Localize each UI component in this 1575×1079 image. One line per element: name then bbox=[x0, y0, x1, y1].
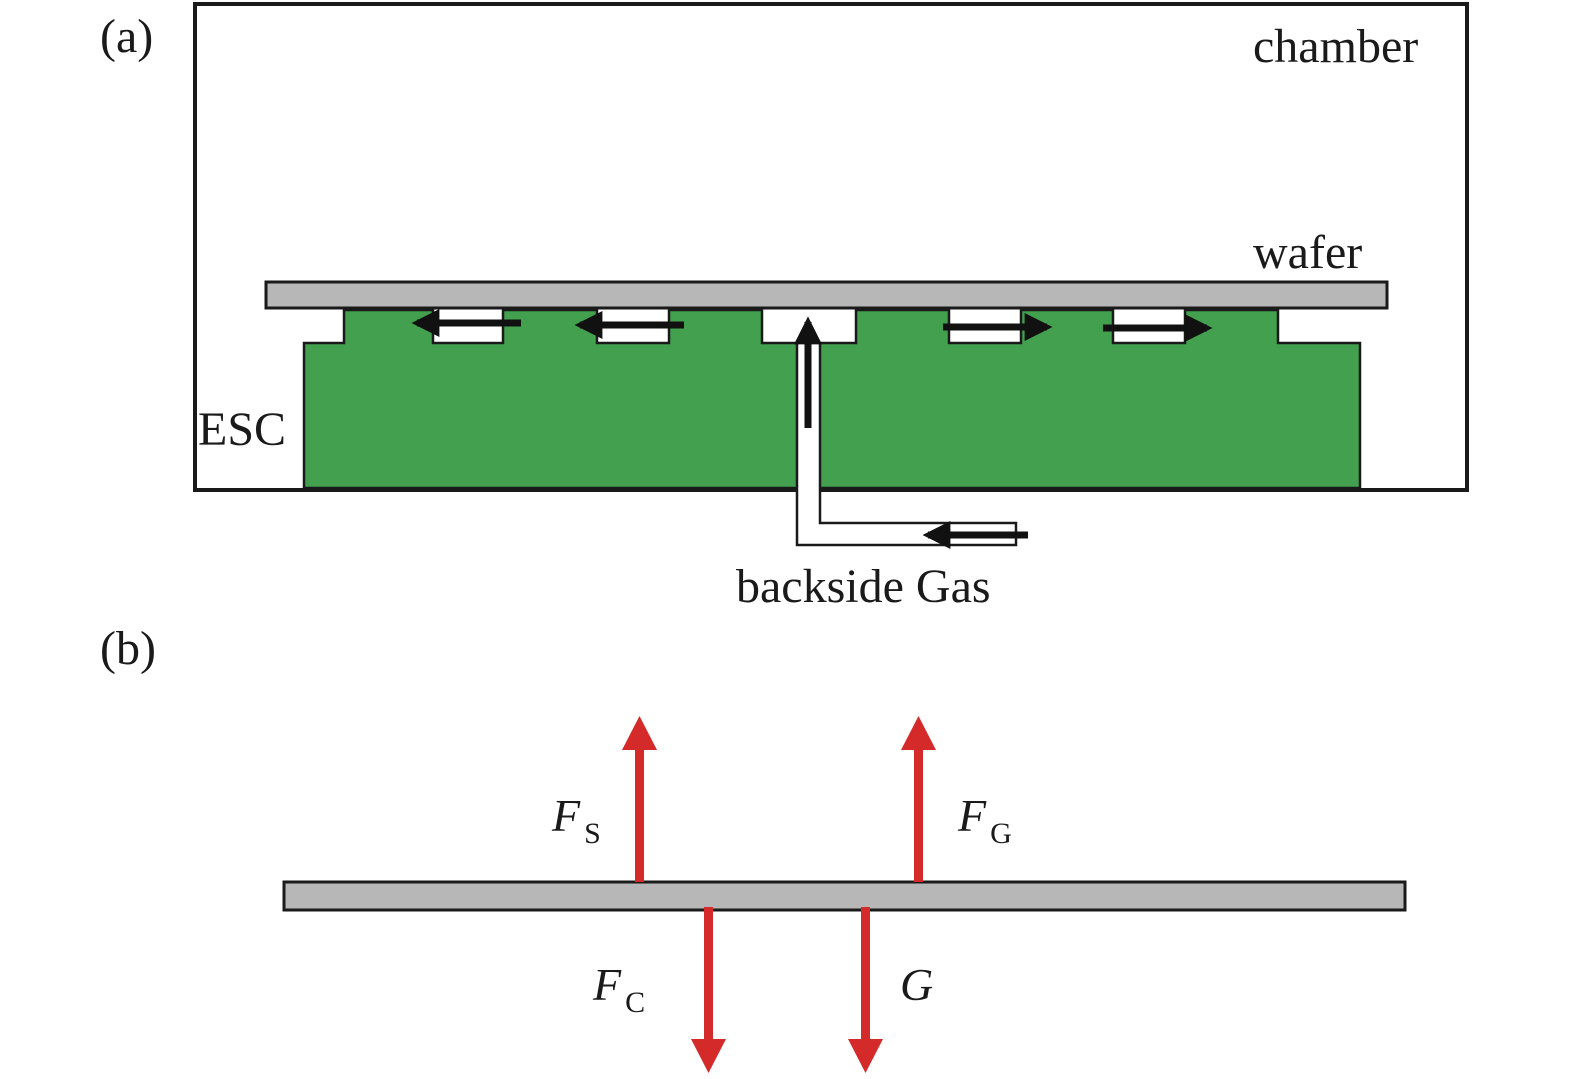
esc-label: ESC bbox=[198, 403, 286, 456]
panel-a-label: (a) bbox=[100, 10, 153, 63]
esc-body bbox=[302, 308, 1362, 490]
force-arrow-fc bbox=[691, 907, 726, 1073]
panel-b-label: (b) bbox=[100, 622, 156, 675]
wafer bbox=[264, 280, 1389, 310]
wafer-label: wafer bbox=[1253, 226, 1362, 279]
backside-gas-label: backside Gas bbox=[736, 560, 991, 613]
chamber-outline bbox=[193, 2, 1469, 492]
force-arrow-fs bbox=[622, 716, 657, 882]
chamber-label: chamber bbox=[1253, 20, 1418, 73]
force-arrow-fg bbox=[901, 716, 936, 882]
force-arrow-g bbox=[848, 907, 883, 1073]
force-label-g: G bbox=[900, 959, 933, 1010]
wafer-free-body bbox=[282, 880, 1407, 912]
